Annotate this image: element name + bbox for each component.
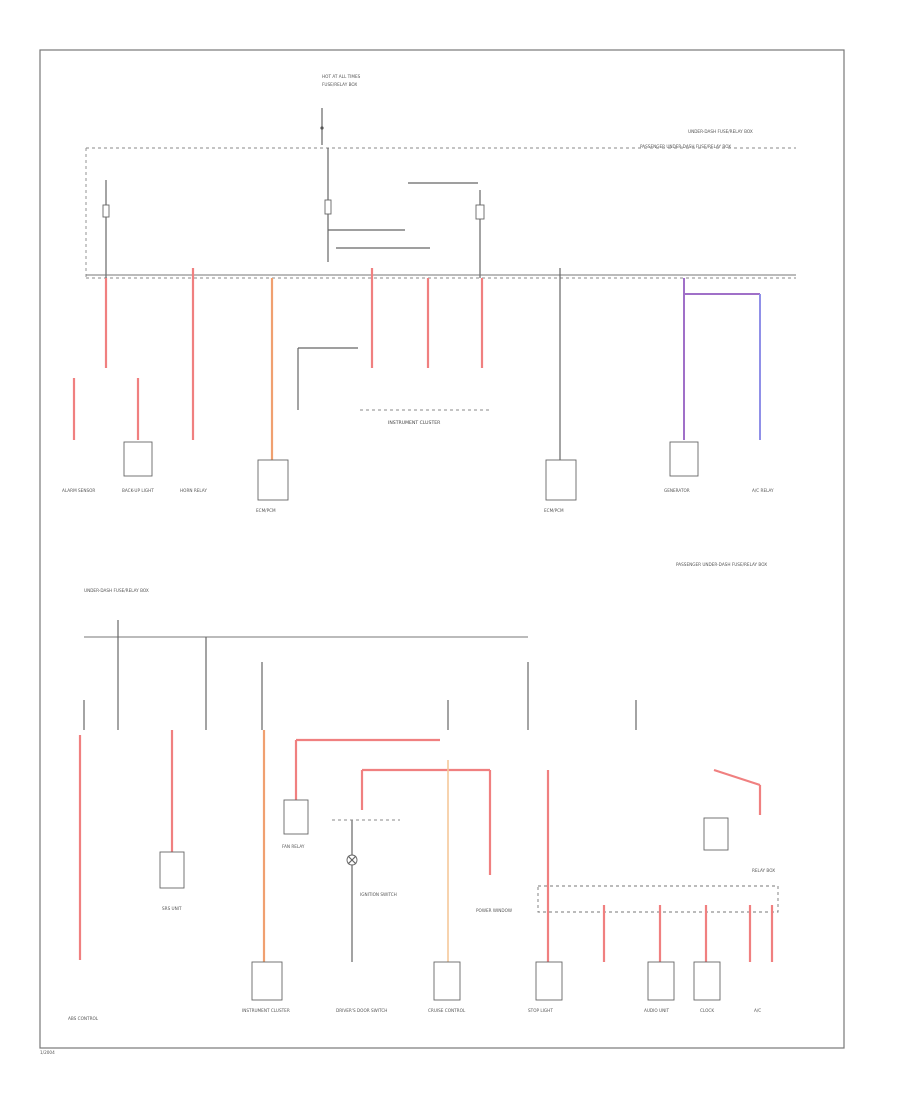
bot-comp-label-12: A/C	[754, 1008, 761, 1013]
fuse-2	[324, 199, 332, 215]
right-mid-note: PASSENGER UNDER-DASH FUSE/RELAY BOX	[676, 562, 767, 567]
bottom-right-note: RELAY BOX	[752, 868, 775, 873]
relay	[475, 204, 485, 220]
top-component-2	[123, 441, 153, 477]
bot-comp-label-4: INSTRUMENT CLUSTER	[242, 1008, 290, 1013]
bottom-component-12	[703, 817, 729, 851]
top-comp-label-3: HORN RELAY	[180, 488, 207, 493]
footer-code: 1/2004	[40, 1050, 55, 1055]
bottom-component-6	[433, 961, 461, 1001]
top-right-legend: PASSENGER UNDER-DASH FUSE/RELAY BOX	[640, 144, 731, 149]
bot-comp-label-3: FAN RELAY	[282, 844, 305, 849]
top-source-label: HOT AT ALL TIMES	[322, 74, 361, 79]
diagram-frame	[39, 49, 845, 1049]
top-comp-label-1: ALARM SENSOR	[62, 488, 95, 493]
instrument-cluster-label-top: INSTRUMENT CLUSTER	[388, 420, 441, 426]
bot-comp-label-1: ABS CONTROL	[68, 1016, 99, 1021]
relay-wire-6a	[713, 768, 761, 787]
top-splice	[320, 126, 324, 130]
bottom-component-2	[159, 851, 185, 889]
top-comp-label-4: ECM/PCM	[256, 508, 276, 513]
bot-comp-label-10: AUDIO UNIT	[644, 1008, 669, 1013]
top-component-4	[257, 459, 289, 501]
bottom-component-9	[535, 961, 563, 1001]
top-fuse-block-label: FUSE/RELAY BOX	[322, 82, 357, 87]
bot-comp-label-7: IGNITION SWITCH	[360, 892, 397, 897]
bot-comp-label-5: DRIVER'S DOOR SWITCH	[336, 1008, 387, 1013]
bot-comp-label-6: CRUISE CONTROL	[428, 1008, 466, 1013]
bottom-component-11	[693, 961, 721, 1001]
clock-lamp-x2	[347, 855, 357, 865]
top-component-5	[545, 459, 577, 501]
top-comp-label-5: ECM/PCM	[544, 508, 564, 513]
bottom-source-label: UNDER-DASH FUSE/RELAY BOX	[84, 588, 149, 593]
top-right-note: UNDER-DASH FUSE/RELAY BOX	[688, 129, 753, 134]
top-comp-label-7: A/C RELAY	[752, 488, 774, 493]
bottom-component-4	[251, 961, 283, 1001]
bottom-component-3	[283, 799, 309, 835]
bot-comp-label-8: POWER WINDOW	[476, 908, 512, 913]
top-component-6	[669, 441, 699, 477]
bottom-component-10	[647, 961, 675, 1001]
relay-box	[537, 885, 779, 913]
bot-comp-label-9: STOP LIGHT	[528, 1008, 553, 1013]
top-comp-label-2: BACK-UP LIGHT	[122, 488, 154, 493]
fuse-1	[102, 204, 110, 218]
top-comp-label-6: GENERATOR	[664, 488, 690, 493]
bot-comp-label-2: SRS UNIT	[162, 906, 182, 911]
bot-comp-label-11: CLOCK	[700, 1008, 714, 1013]
